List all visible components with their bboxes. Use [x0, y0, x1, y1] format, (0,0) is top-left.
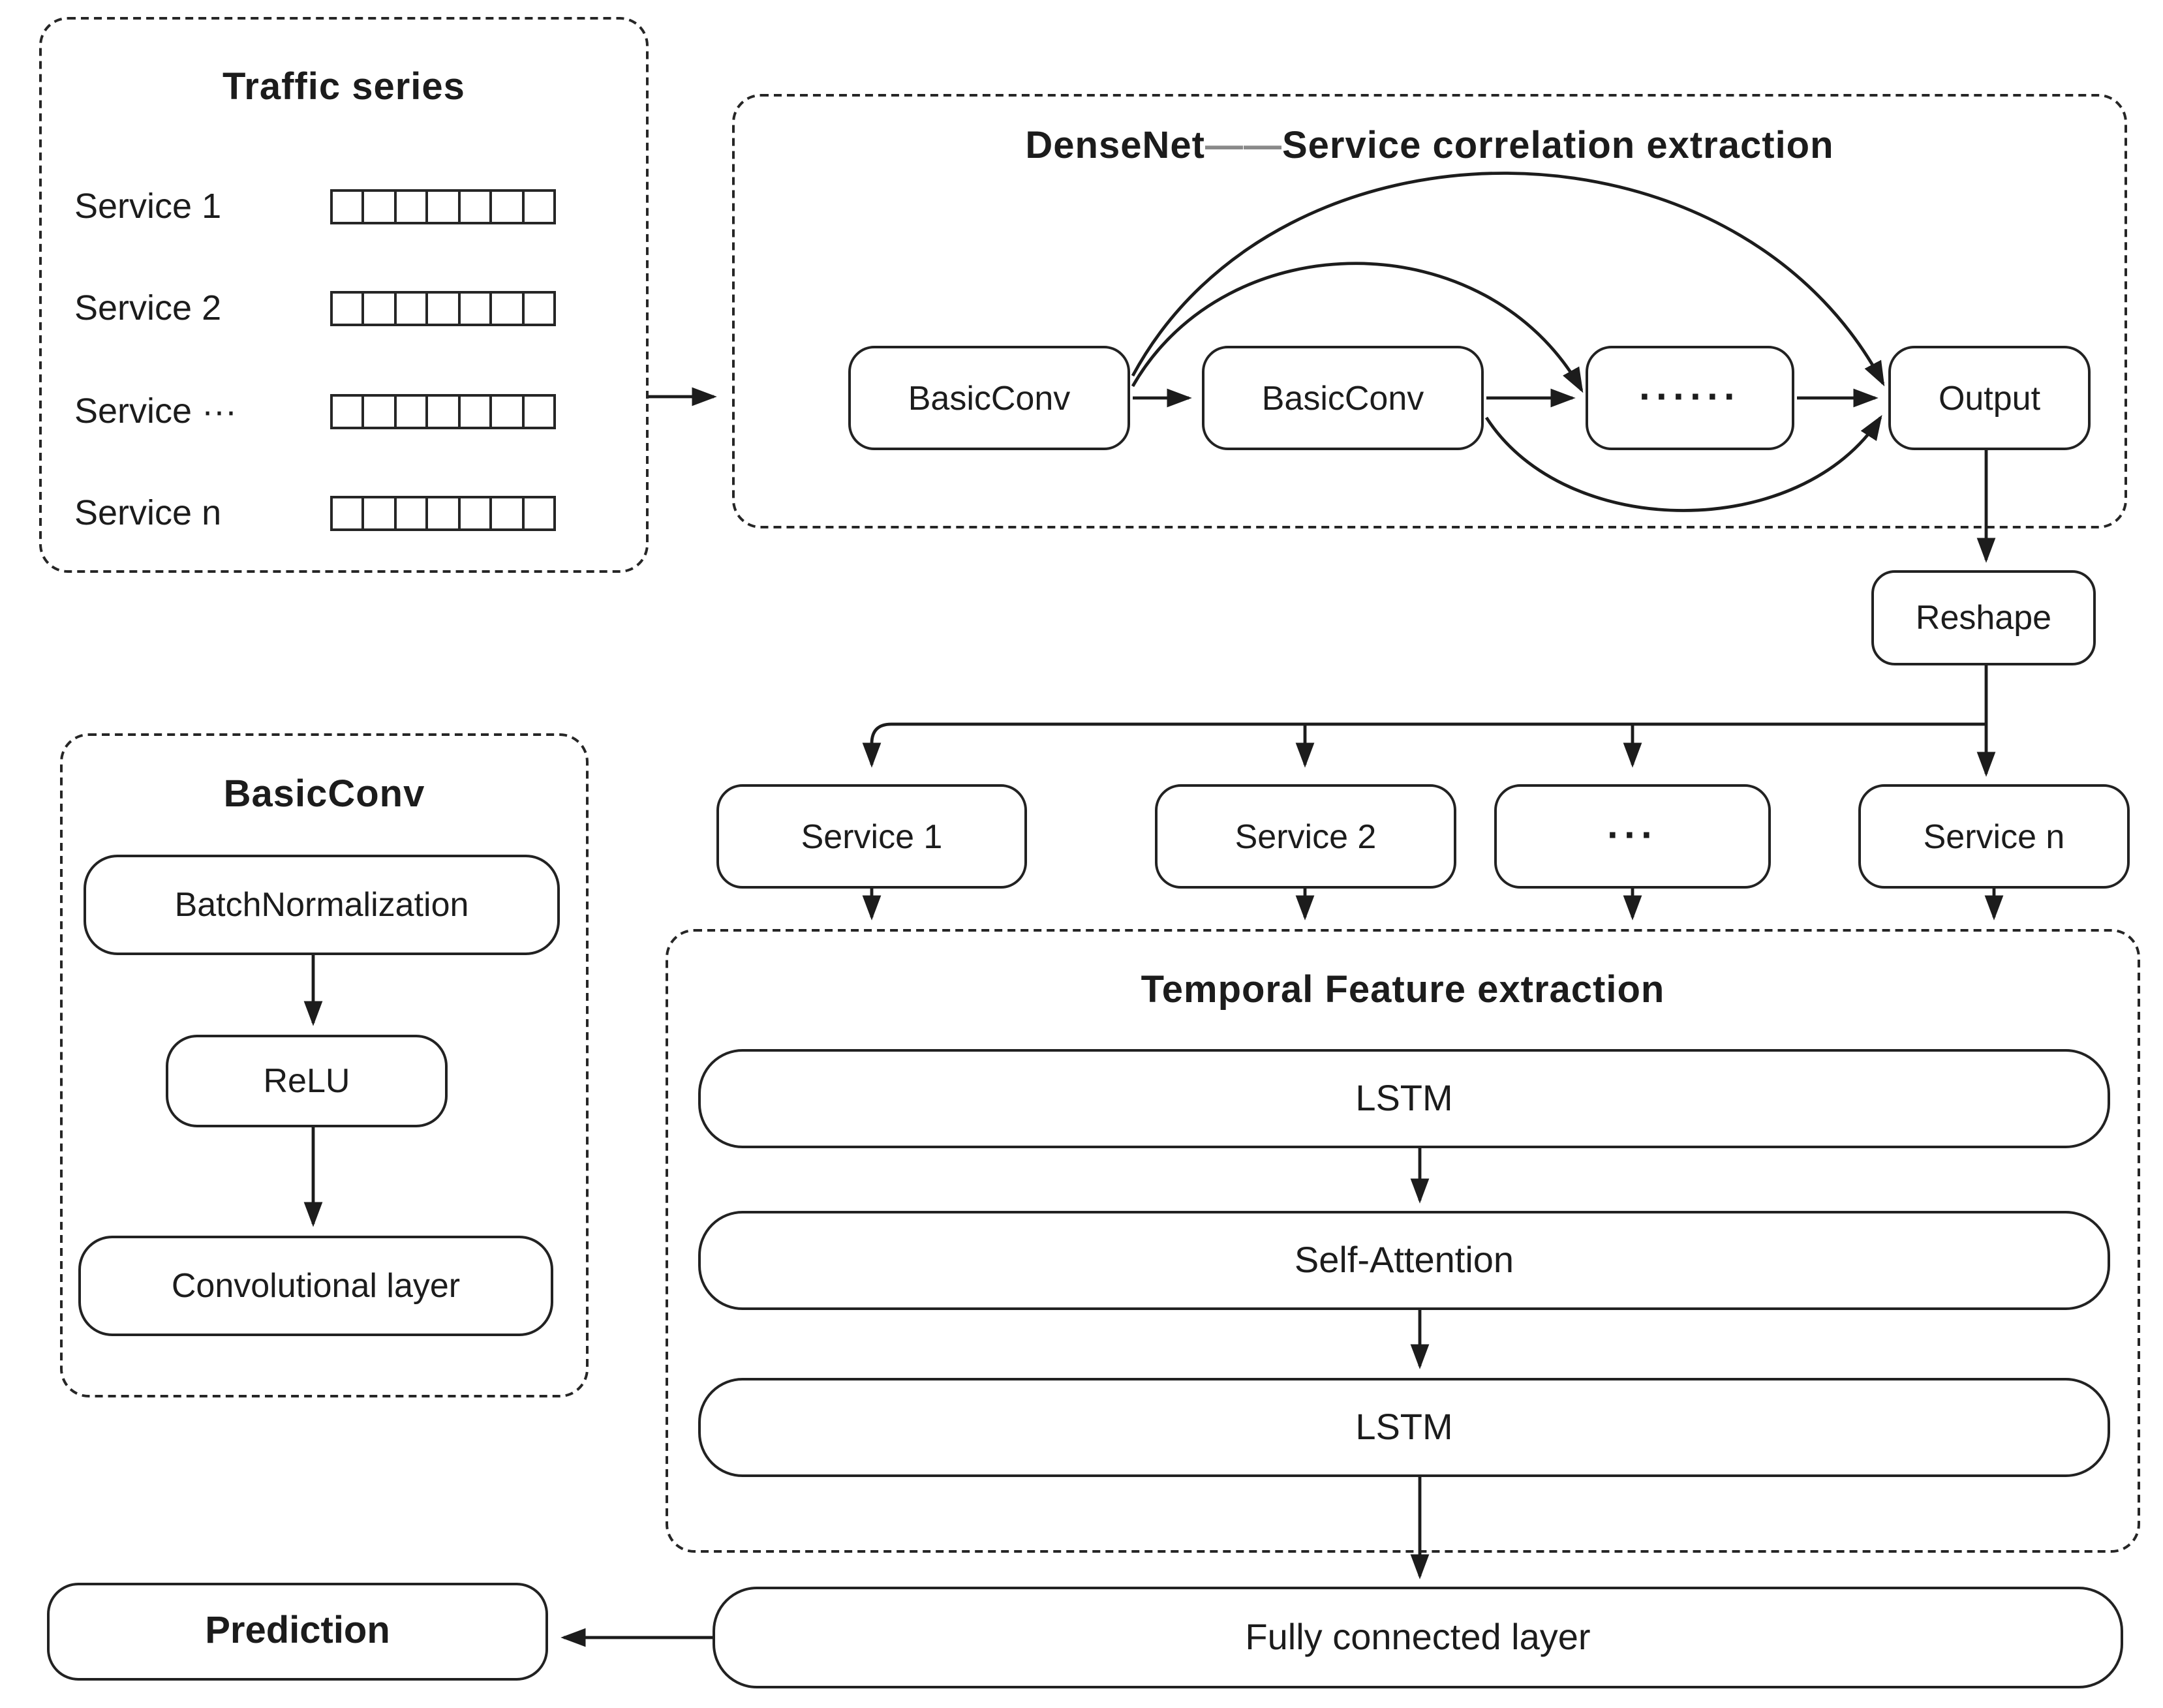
basicconv-detail-title: BasicConv	[223, 774, 425, 816]
timeseries-strip	[330, 189, 556, 224]
service-ellipsis-node: ···	[1494, 784, 1771, 889]
strip-cell	[460, 397, 493, 427]
prediction-node: Prediction	[47, 1583, 548, 1681]
convolutional-layer-node: Convolutional layer	[78, 1236, 553, 1336]
traffic-row-label: Service 2	[74, 288, 222, 328]
strip-cell	[365, 192, 397, 222]
strip-cell	[492, 294, 525, 324]
strip-cell	[460, 192, 493, 222]
timeseries-strip	[330, 496, 556, 531]
densenet-title-desc: Service correlation extraction	[1281, 125, 1834, 167]
strip-cell	[460, 294, 493, 324]
batchnormalization-node: BatchNormalization	[84, 855, 560, 955]
lstm-layer-1: LSTM	[698, 1049, 2110, 1148]
basicconv-detail-box	[60, 733, 589, 1397]
strip-cell	[429, 294, 461, 324]
strip-cell	[333, 498, 365, 528]
strip-cell	[524, 397, 553, 427]
traffic-series-box	[39, 17, 649, 573]
self-attention-layer: Self-Attention	[698, 1211, 2110, 1310]
strip-cell	[429, 498, 461, 528]
relu-node: ReLU	[166, 1035, 448, 1127]
strip-cell	[429, 192, 461, 222]
basicconv-node-1: BasicConv	[848, 346, 1130, 450]
strip-cell	[492, 192, 525, 222]
strip-cell	[524, 192, 553, 222]
densenet-title-name: DenseNet	[1025, 125, 1205, 167]
traffic-row-label: Service ···	[74, 391, 238, 431]
strip-cell	[365, 498, 397, 528]
strip-cell	[365, 397, 397, 427]
timeseries-strip	[330, 394, 556, 429]
strip-cell	[492, 397, 525, 427]
skip-arc-basicconv1-to-dots	[1131, 262, 1584, 393]
timeseries-strip	[330, 291, 556, 326]
traffic-row-label: Service 1	[74, 187, 222, 226]
output-node: Output	[1888, 346, 2091, 450]
densenet-box	[732, 94, 2127, 528]
skip-arc-basicconv2-to-output	[1484, 414, 1882, 512]
reshape-node: Reshape	[1871, 570, 2096, 665]
strip-cell	[333, 397, 365, 427]
fully-connected-layer: Fully connected layer	[713, 1587, 2123, 1688]
temporal-feature-box	[666, 929, 2140, 1553]
strip-cell	[333, 192, 365, 222]
strip-cell	[397, 397, 429, 427]
strip-cell	[429, 397, 461, 427]
strip-cell	[365, 294, 397, 324]
densenet-title: DenseNet——Service correlation extraction	[732, 124, 2127, 168]
strip-cell	[524, 294, 553, 324]
densenet-ellipsis-node: ······	[1586, 346, 1794, 450]
strip-cell	[397, 192, 429, 222]
service-1-node: Service 1	[716, 784, 1027, 889]
strip-cell	[397, 294, 429, 324]
traffic-series-title: Traffic series	[222, 67, 465, 108]
temporal-feature-title: Temporal Feature extraction	[1141, 969, 1665, 1011]
basicconv-node-2: BasicConv	[1202, 346, 1484, 450]
strip-cell	[397, 498, 429, 528]
skip-arc-basicconv1-to-output	[1131, 172, 1885, 387]
strip-cell	[333, 294, 365, 324]
strip-cell	[492, 498, 525, 528]
strip-cell	[460, 498, 493, 528]
service-n-node: Service n	[1858, 784, 2130, 889]
densenet-title-dash: ——	[1204, 125, 1282, 167]
traffic-row-label: Service n	[74, 493, 222, 532]
strip-cell	[524, 498, 553, 528]
distribution-line-to-service-1	[862, 722, 1986, 768]
lstm-layer-2: LSTM	[698, 1378, 2110, 1477]
service-2-node: Service 2	[1155, 784, 1456, 889]
